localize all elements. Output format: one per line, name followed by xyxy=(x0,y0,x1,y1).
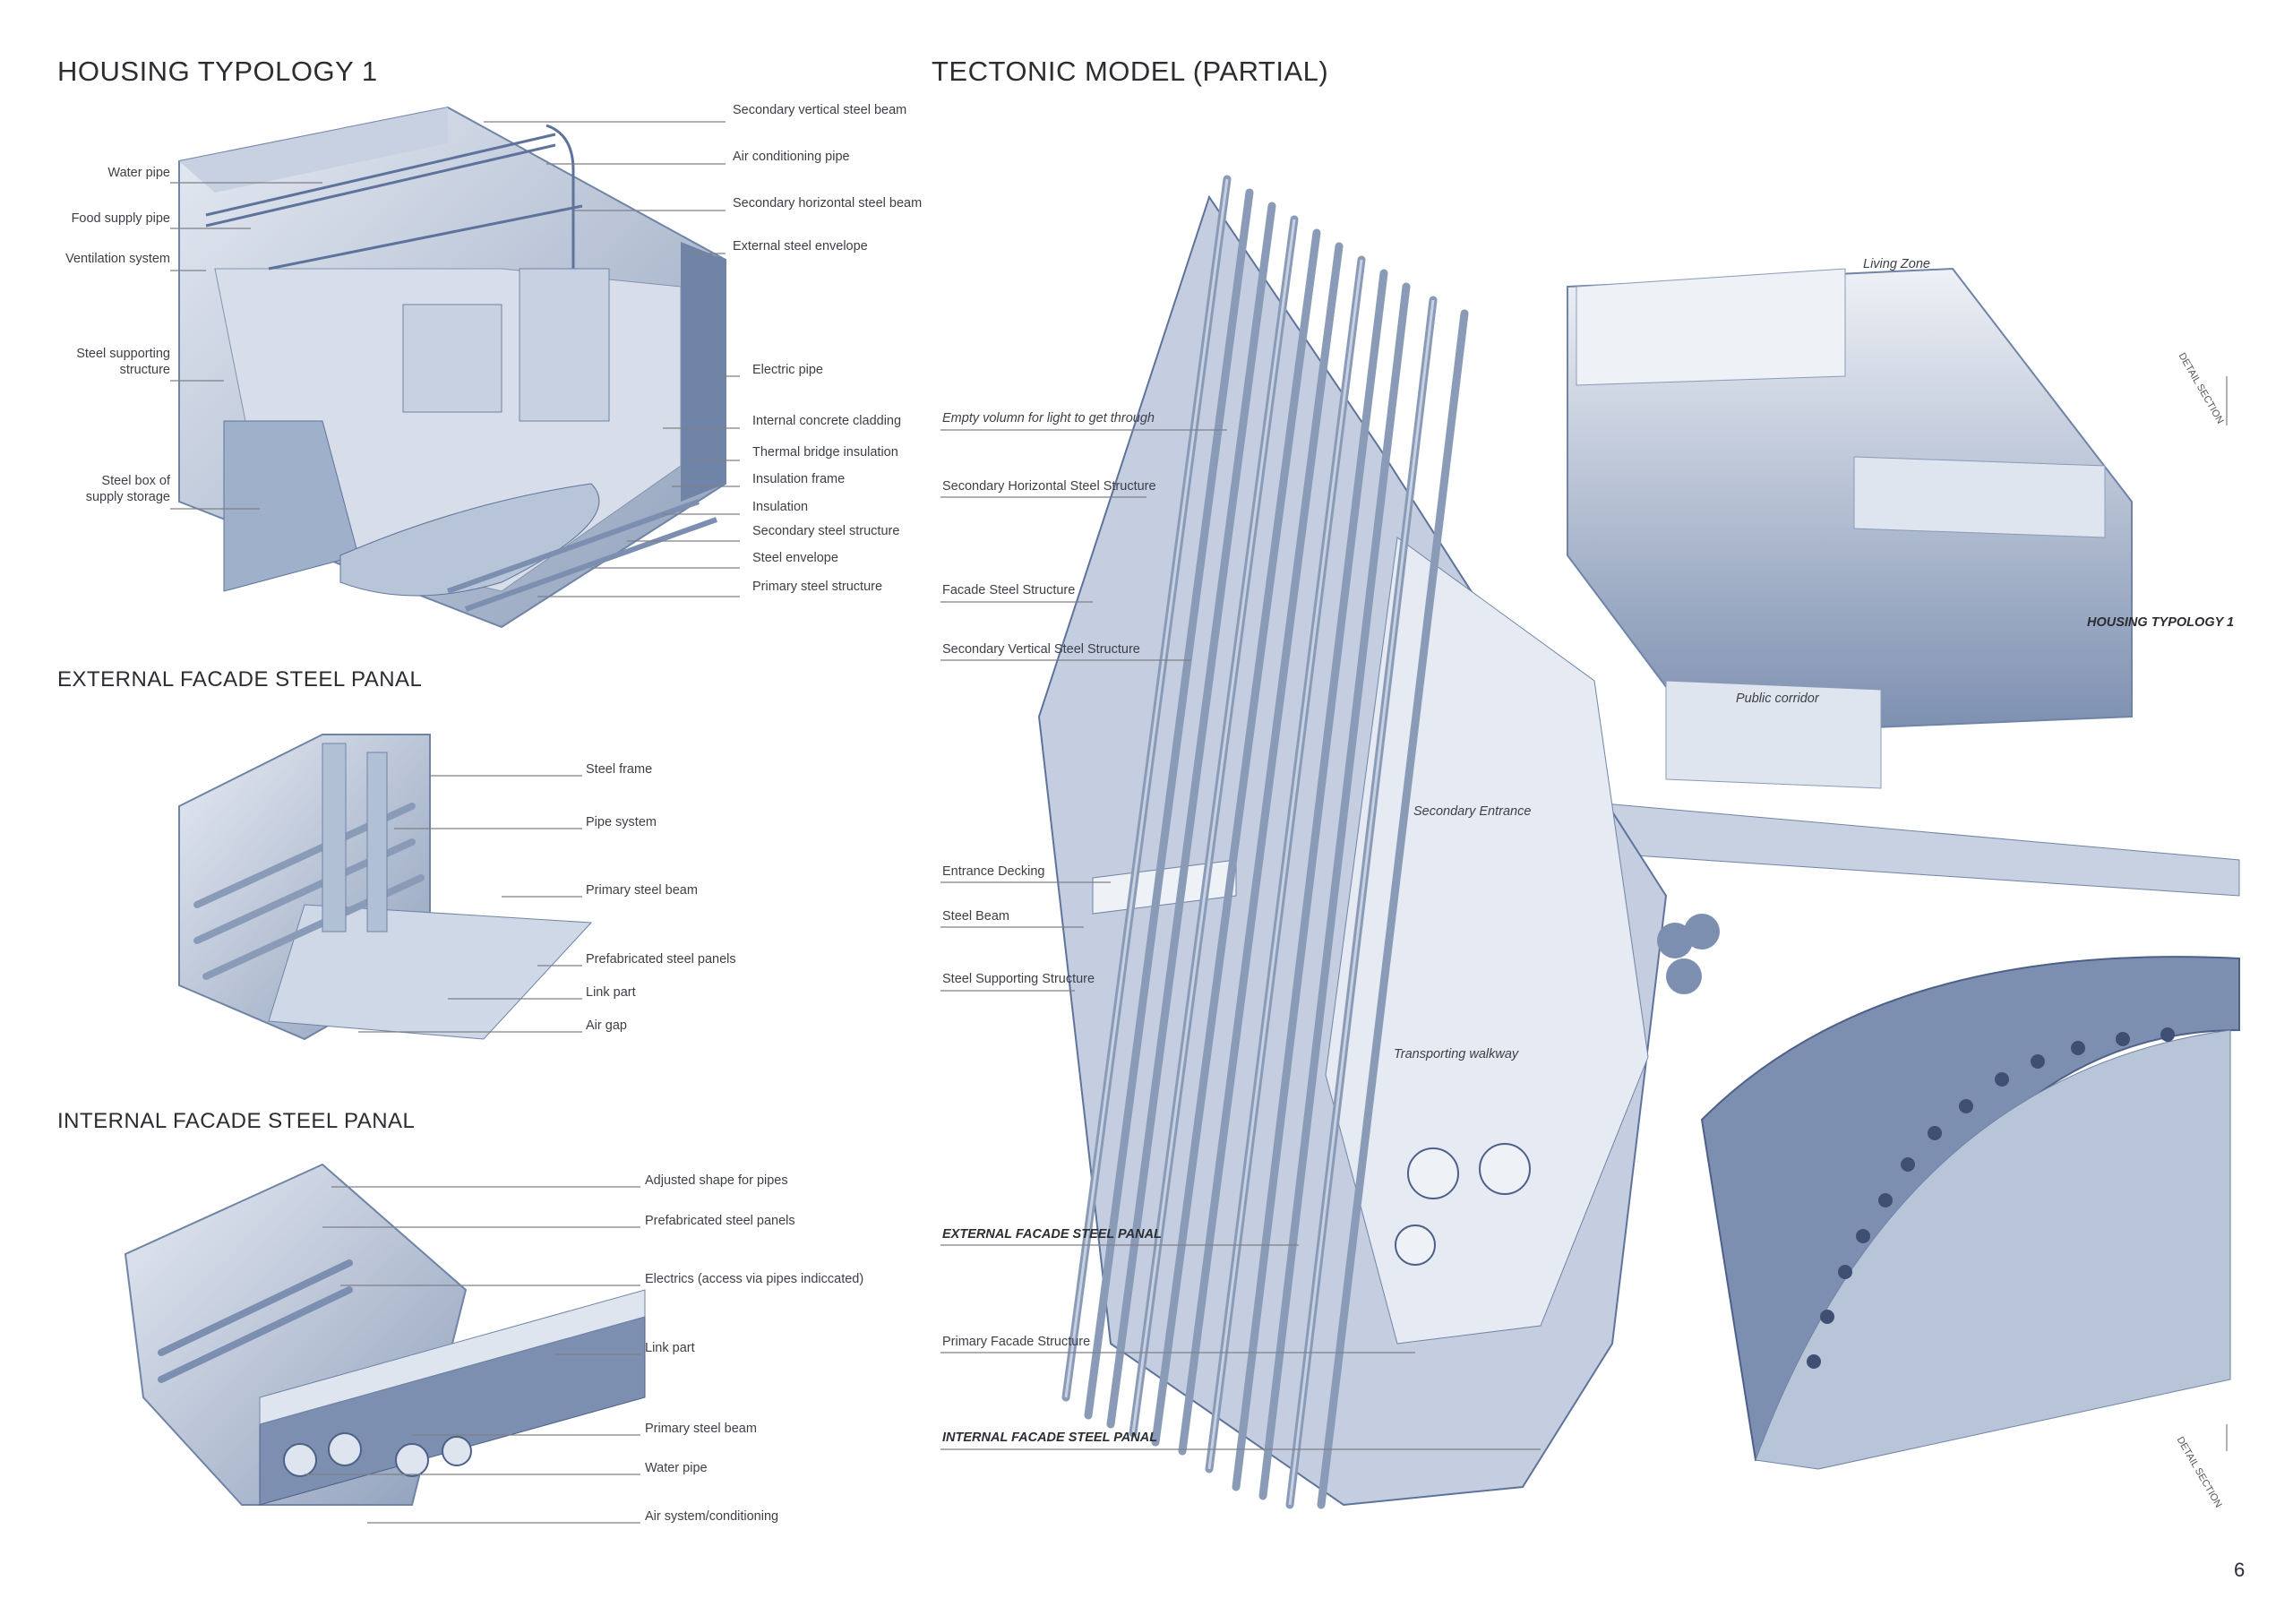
label-air-conditioning-pipe: Air conditioning pipe xyxy=(733,150,850,164)
label-secondary-steel-structure: Secondary steel structure xyxy=(752,524,900,538)
label-pipe-system: Pipe system xyxy=(586,815,657,829)
tectonic-model-illustration xyxy=(1037,175,2240,1509)
label-primary-facade-structure: Primary Facade Structure xyxy=(942,1335,1091,1349)
label-steel-supporting-structure-line1: Steel supporting xyxy=(76,347,170,361)
label-water-pipe: Water pipe xyxy=(107,166,170,180)
label-food-supply-pipe: Food supply pipe xyxy=(71,211,170,226)
label-primary-steel-beam-int: Primary steel beam xyxy=(645,1422,757,1436)
label-link-part-ext: Link part xyxy=(586,985,636,1000)
label-steel-box-line2: supply storage xyxy=(85,490,170,504)
label-steel-supporting-structure: Steel Supporting Structure xyxy=(942,972,1095,986)
label-internal-concrete-cladding: Internal concrete cladding xyxy=(752,414,902,428)
label-insulation: Insulation xyxy=(752,500,809,514)
label-link-part-int: Link part xyxy=(645,1341,695,1355)
label-prefabricated-steel-panels-int: Prefabricated steel panels xyxy=(645,1214,795,1228)
label-air-gap: Air gap xyxy=(586,1018,627,1033)
label-steel-frame: Steel frame xyxy=(586,762,653,777)
label-electrics: Electrics (access via pipes indiccated) xyxy=(645,1272,864,1286)
housing-typology-illustration xyxy=(178,106,726,629)
label-steel-supporting-structure-line2: structure xyxy=(119,363,170,377)
internal-panel-illustration xyxy=(124,1163,646,1506)
label-prefabricated-steel-panels-ext: Prefabricated steel panels xyxy=(586,952,736,967)
label-secondary-horizontal-steel-structure: Secondary Horizontal Steel Structure xyxy=(942,479,1156,494)
label-thermal-bridge-insulation: Thermal bridge insulation xyxy=(752,445,898,460)
label-insulation-frame: Insulation frame xyxy=(752,472,846,486)
label-living-zone: Living Zone xyxy=(1863,257,1930,271)
label-empty-volumn: Empty volumn for light to get through xyxy=(942,411,1155,425)
label-water-pipe-int: Water pipe xyxy=(645,1461,708,1475)
internal-panel-title: INTERNAL FACADE STEEL PANAL xyxy=(57,1109,416,1133)
label-air-system: Air system/conditioning xyxy=(645,1509,779,1524)
label-transporting-walkway: Transporting walkway xyxy=(1394,1047,1519,1061)
label-public-corridor: Public corridor xyxy=(1736,692,1819,706)
label-internal-facade-steel-panal: INTERNAL FACADE STEEL PANAL xyxy=(942,1431,1158,1445)
label-electric-pipe: Electric pipe xyxy=(752,363,823,377)
page-number: 6 xyxy=(2234,1559,2246,1581)
label-entrance-decking: Entrance Decking xyxy=(942,864,1045,879)
label-primary-steel-structure: Primary steel structure xyxy=(752,580,883,594)
label-adjusted-shape: Adjusted shape for pipes xyxy=(645,1173,788,1188)
label-external-facade-steel-panal: EXTERNAL FACADE STEEL PANAL xyxy=(942,1227,1162,1242)
label-facade-steel-structure: Facade Steel Structure xyxy=(942,583,1076,597)
label-steel-envelope: Steel envelope xyxy=(752,551,838,565)
housing-typology-title: HOUSING TYPOLOGY 1 xyxy=(57,56,378,87)
external-panel-illustration xyxy=(178,734,593,1041)
label-steel-beam: Steel Beam xyxy=(942,909,1009,924)
external-panel-title: EXTERNAL FACADE STEEL PANAL xyxy=(57,667,423,692)
label-steel-box-line1: Steel box of xyxy=(101,474,170,488)
leader-lines xyxy=(170,121,2228,1524)
label-secondary-vertical-steel-structure: Secondary Vertical Steel Structure xyxy=(942,642,1140,657)
label-external-steel-envelope: External steel envelope xyxy=(733,239,868,253)
tectonic-model-title: TECTONIC MODEL (PARTIAL) xyxy=(932,56,1329,87)
label-secondary-vertical-steel-beam: Secondary vertical steel beam xyxy=(733,103,907,117)
label-secondary-entrance: Secondary Entrance xyxy=(1413,804,1532,819)
label-housing-typology-1: HOUSING TYPOLOGY 1 xyxy=(2087,615,2235,630)
label-secondary-horizontal-steel-beam: Secondary horizontal steel beam xyxy=(733,196,923,211)
label-ventilation-system: Ventilation system xyxy=(65,252,170,266)
label-primary-steel-beam-ext: Primary steel beam xyxy=(586,883,698,898)
